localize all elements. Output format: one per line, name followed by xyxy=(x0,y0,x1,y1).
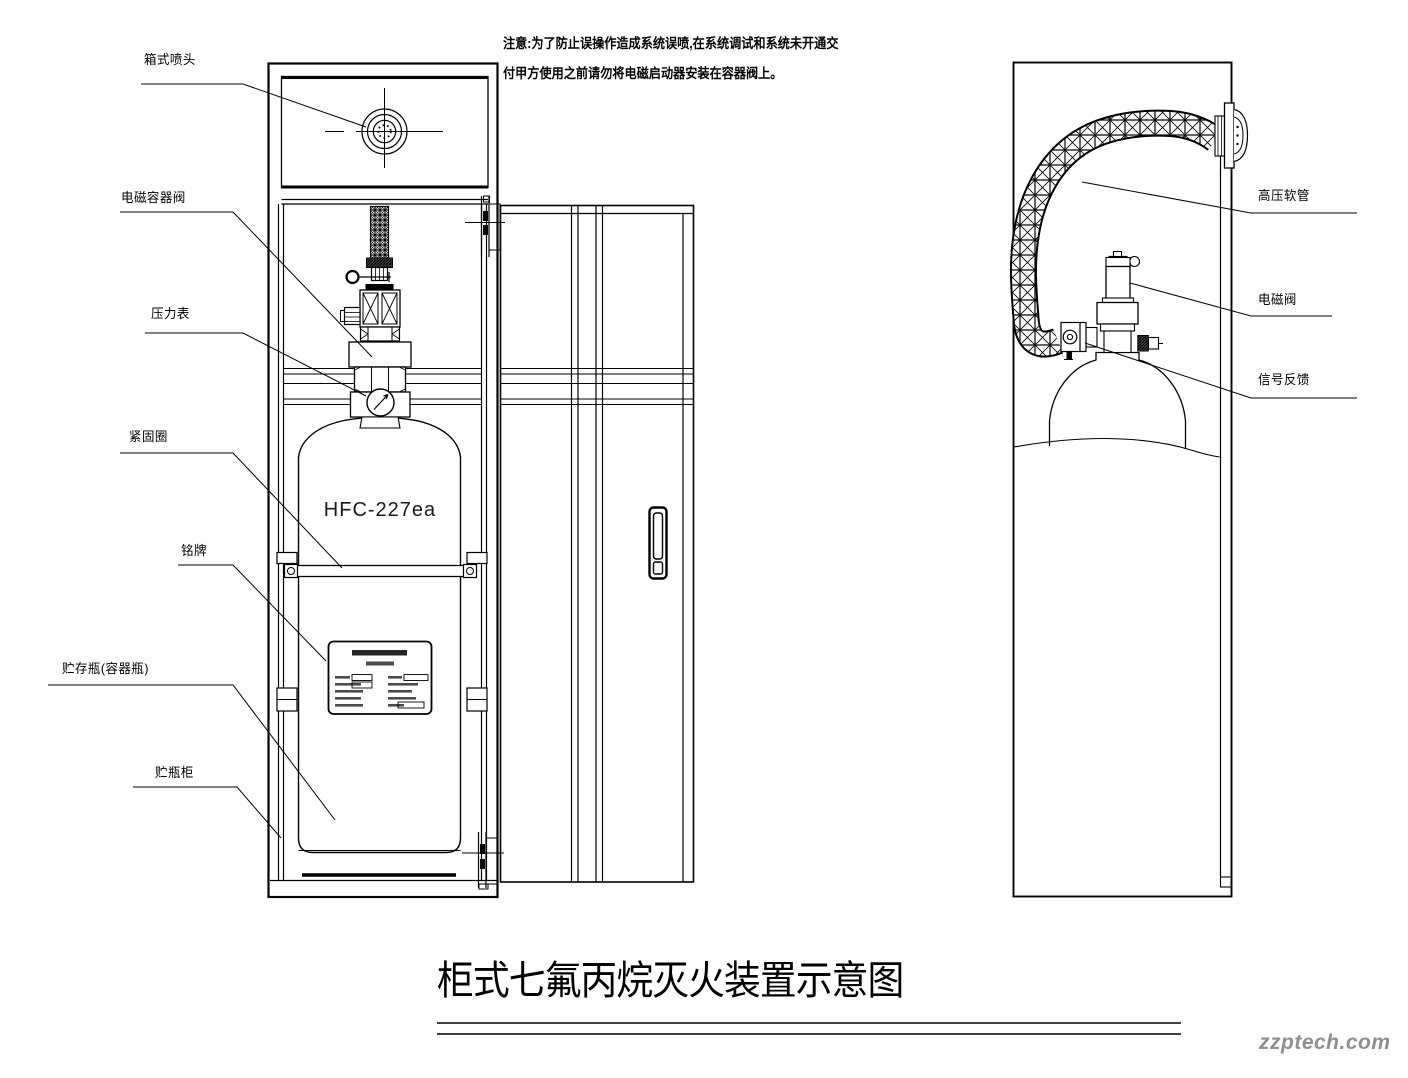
leader-fastening-ring xyxy=(120,452,343,569)
hose-riser xyxy=(369,205,390,259)
signal-feedback-device xyxy=(1062,329,1078,345)
front-cabinet xyxy=(267,62,499,899)
cabinet-door xyxy=(499,204,695,883)
high-pressure-hose xyxy=(1009,109,1225,358)
label-high-pressure-hose: 高压软管 xyxy=(1258,188,1310,203)
lifting-ring xyxy=(1128,255,1141,268)
safety-pin-ring xyxy=(345,269,360,285)
leader-lines xyxy=(48,83,1357,839)
leader-storage-bottle xyxy=(48,684,336,821)
title-underline xyxy=(437,1022,1181,1035)
label-container-valve: 电磁容器阀 xyxy=(121,190,186,205)
hose-swivel-connector xyxy=(1060,321,1087,353)
electrical-connector xyxy=(343,306,361,326)
label-pressure-gauge: 压力表 xyxy=(151,306,190,321)
break-line xyxy=(1013,437,1220,458)
drawing-title: 柜式七氟丙烷灭火装置示意图 xyxy=(437,959,904,1003)
cylinder-agent-label: HFC-227ea xyxy=(323,499,437,521)
box-nozzle xyxy=(325,88,443,168)
side-cabinet xyxy=(1012,61,1233,898)
leader-nozzle xyxy=(141,83,367,128)
fastening-ring xyxy=(276,551,488,712)
warning-note-line1: 注意:为了防止误操作造成系统误喷,在系统调试和系统未开通交 xyxy=(503,36,839,51)
door-hinge-bottom xyxy=(462,832,504,890)
label-storage-bottle: 贮存瓶(容器瓶) xyxy=(62,661,150,676)
door-hinge-top xyxy=(465,195,505,257)
watermark: zzptech.com xyxy=(1259,1031,1391,1054)
cabinet-outer-frame xyxy=(267,62,499,899)
leader-hose xyxy=(1081,181,1357,214)
label-solenoid-valve: 电磁阀 xyxy=(1258,292,1297,307)
leader-pressure-gauge xyxy=(145,332,367,397)
leader-solenoid xyxy=(1129,282,1332,317)
solenoid-actuator xyxy=(359,289,401,328)
valve-hex-nut xyxy=(353,366,407,393)
door-handle xyxy=(648,506,668,580)
label-box-nozzle: 箱式喷头 xyxy=(144,52,196,67)
label-fastening-ring: 紧固圈 xyxy=(129,429,168,444)
side-valve-assembly xyxy=(1060,251,1163,360)
leader-nameplate xyxy=(178,564,327,662)
label-bottle-cabinet: 贮瓶柜 xyxy=(155,765,194,780)
nameplate xyxy=(327,640,433,715)
container-valve-assembly xyxy=(340,205,412,429)
side-cylinder xyxy=(1013,351,1220,458)
leader-bottle-cabinet xyxy=(133,786,282,839)
wall-nozzle xyxy=(1214,102,1249,169)
warning-note-line2: 付甲方使用之前请勿将电磁启动器安装在容器阀上。 xyxy=(503,66,783,81)
gauge-needle xyxy=(373,393,389,410)
solenoid-valve xyxy=(1105,265,1131,300)
warning-note: 注意:为了防止误操作造成系统误喷,在系统调试和系统未开通交 付甲方使用之前请勿将… xyxy=(503,29,839,89)
label-nameplate: 铭牌 xyxy=(181,543,207,558)
label-signal-feedback: 信号反馈 xyxy=(1258,372,1310,387)
leader-container-valve xyxy=(120,211,373,358)
leader-signal xyxy=(1084,342,1357,399)
